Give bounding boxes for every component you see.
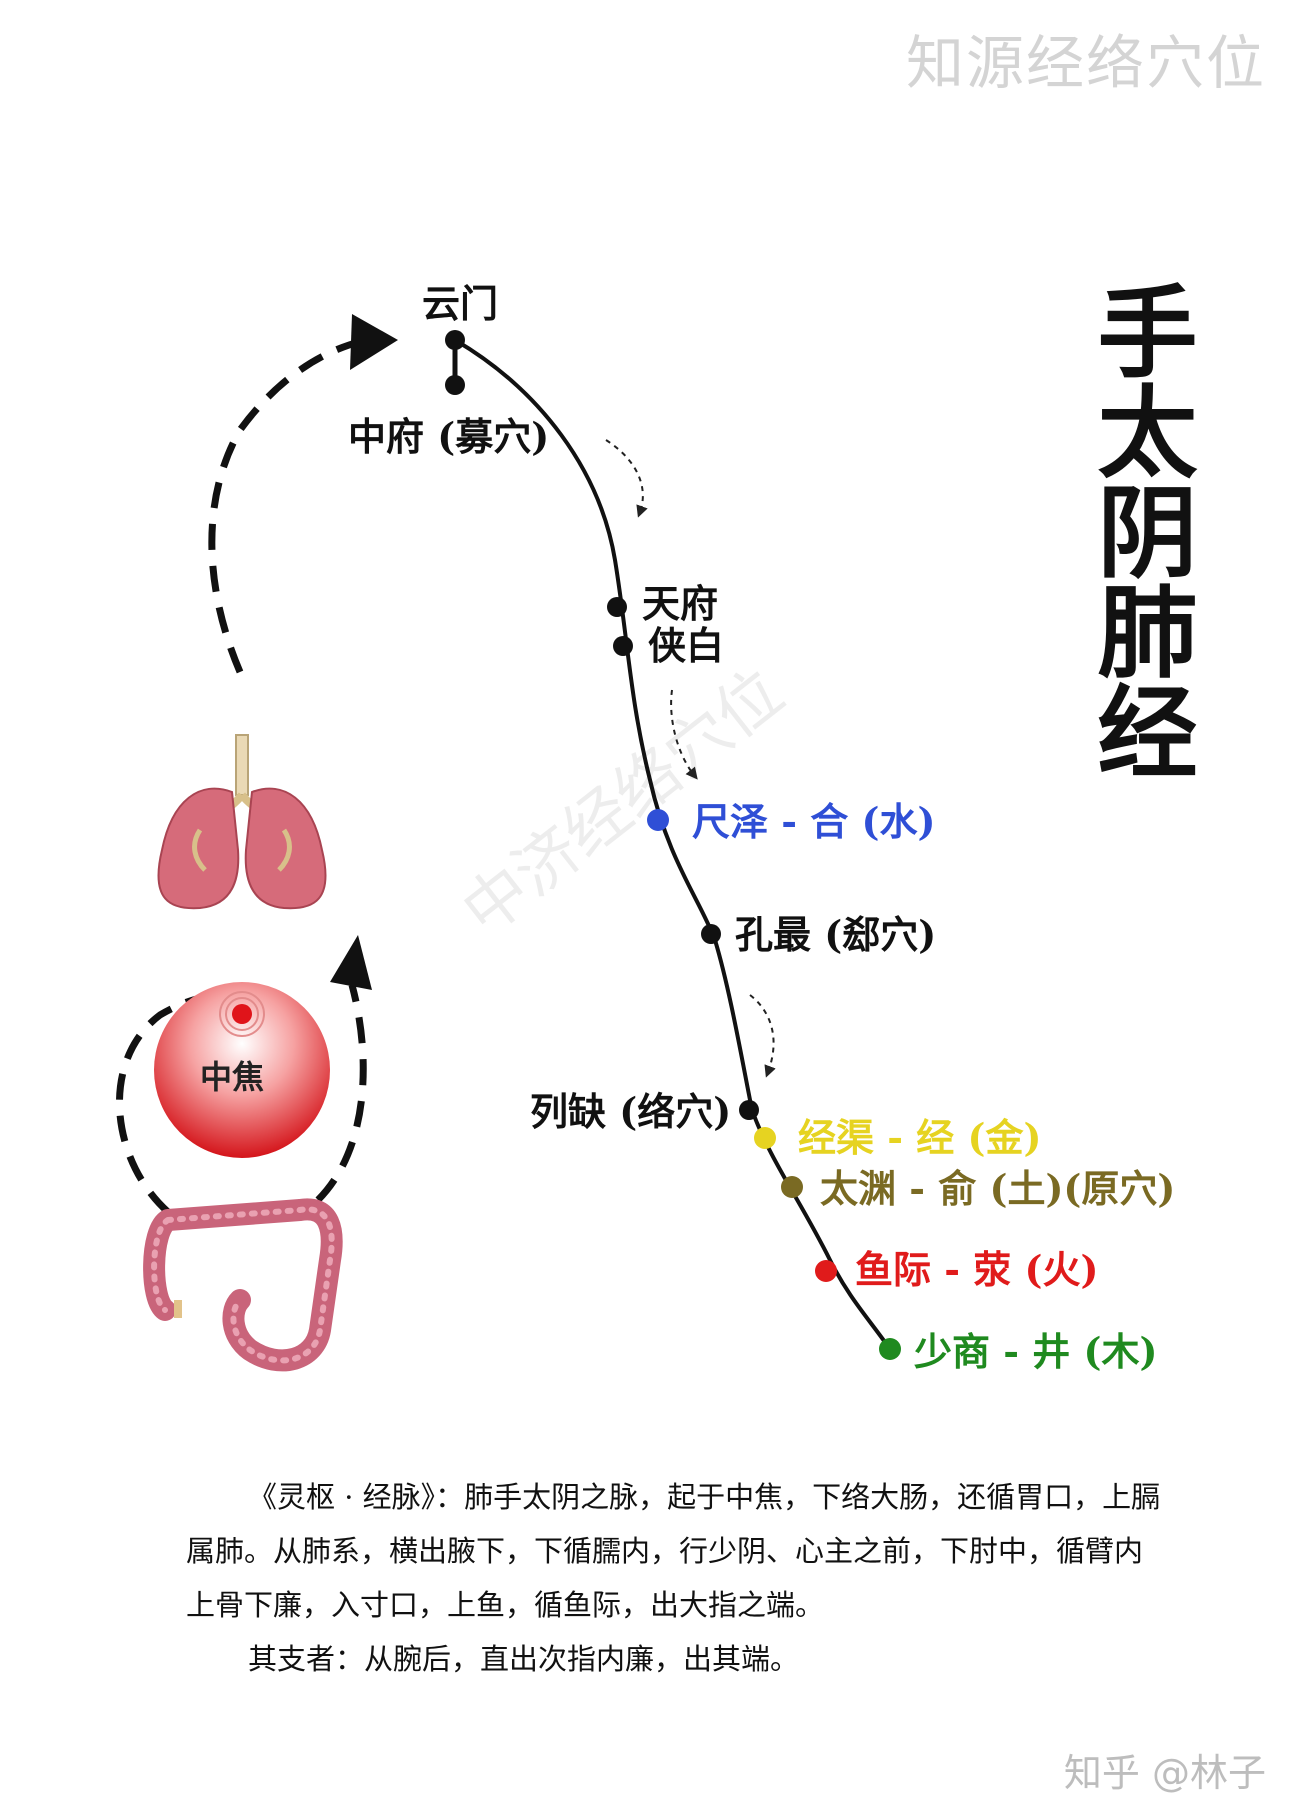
point-kongzui (701, 924, 721, 944)
point-yuji (815, 1260, 837, 1282)
label-yuji: 鱼际 - 荥 (火) (855, 1247, 1099, 1292)
page-title: 手太阴肺经 (1080, 280, 1197, 780)
passage-paragraph-2: 其支者：从腕后，直出次指内廉，出其端。 (248, 1642, 800, 1676)
passage-paragraph-1: 《灵枢 · 经脉》：肺手太阴之脉，起于中焦，下络大肠，还循胃口，上膈属肺。从肺系… (186, 1480, 1161, 1622)
point-shaoshang (879, 1338, 901, 1360)
intestine-icon (143, 1198, 343, 1372)
label-zhongfu: 中府 (募穴) (348, 414, 550, 459)
label-shaoshang: 少商 - 井 (木) (914, 1329, 1158, 1374)
point-jingqu (754, 1127, 776, 1149)
label-lieque: 列缺 (络穴) (530, 1089, 732, 1134)
circulation-arrow (116, 990, 302, 1215)
label-kongzui: 孔最 (郄穴) (735, 912, 937, 957)
point-tianfu (607, 597, 627, 617)
meridian-path (453, 338, 894, 1354)
flow-arrow-2 (670, 689, 698, 780)
point-zhongfu (445, 375, 465, 395)
lungs-icon (157, 734, 327, 910)
credit-watermark: 知乎 @林子 (1063, 1751, 1266, 1795)
label-jingqu: 经渠 - 经 (金) (798, 1115, 1042, 1160)
point-xiabai (613, 636, 633, 656)
ascending-arrowhead (350, 314, 398, 370)
label-xiabai: 侠白 (648, 623, 725, 668)
flow-arrow-1 (605, 439, 648, 518)
point-chize (647, 809, 669, 831)
middle-jiao-center-dot (232, 1004, 252, 1024)
middle-jiao-ball (154, 982, 330, 1158)
classic-passage: 《灵枢 · 经脉》：肺手太阴之脉，起于中焦，下络大肠，还循胃口，上膈属肺。从肺系… (186, 1470, 1166, 1686)
label-taiyuan: 太渊 - 俞 (土)(原穴) (820, 1166, 1176, 1211)
circulation-arrow-right (315, 984, 367, 1203)
label-tianfu: 天府 (642, 581, 719, 626)
middle-jiao-label: 中焦 (200, 1058, 265, 1096)
ascending-arrow (208, 334, 379, 674)
circulation-arrowhead (330, 935, 372, 990)
label-yunmen: 云门 (422, 281, 499, 326)
label-chize: 尺泽 - 合 (水) (692, 799, 936, 844)
watermark-top: 知源经络穴位 (905, 29, 1266, 97)
point-yunmen (445, 330, 465, 350)
point-taiyuan (781, 1176, 803, 1198)
point-lieque (739, 1100, 759, 1120)
flow-arrow-3 (749, 994, 776, 1078)
